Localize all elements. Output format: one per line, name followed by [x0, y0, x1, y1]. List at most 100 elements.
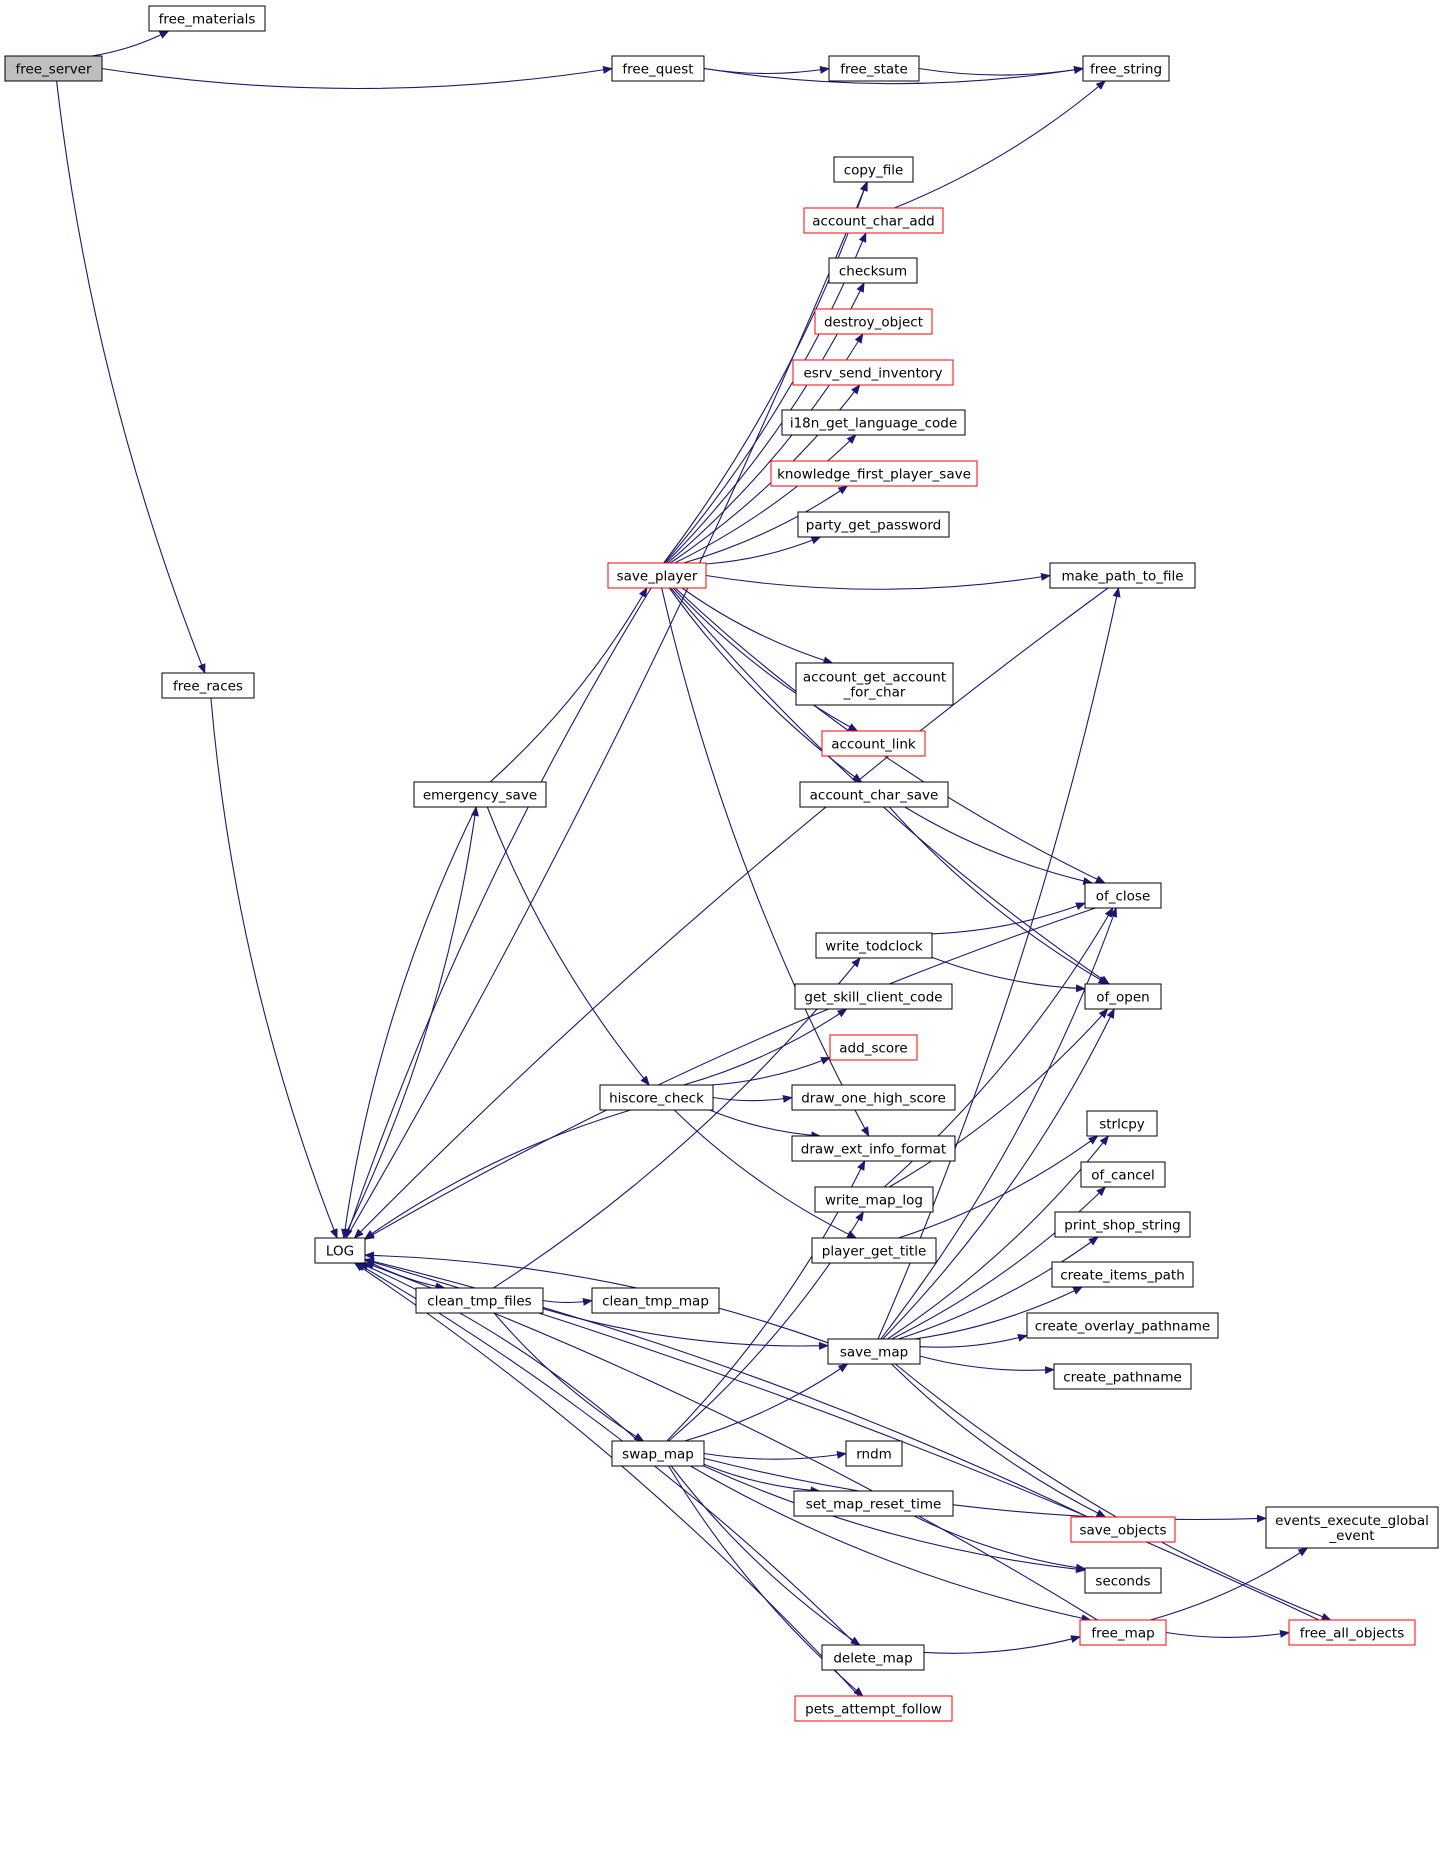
- node-create_overlay_pathname[interactable]: create_overlay_pathname: [1026, 1312, 1219, 1339]
- node-free_map[interactable]: free_map: [1079, 1619, 1167, 1646]
- node-box[interactable]: [833, 156, 914, 183]
- node-account_link[interactable]: account_link: [821, 730, 926, 757]
- node-box[interactable]: [1288, 1619, 1416, 1646]
- node-box[interactable]: [1079, 1619, 1167, 1646]
- node-save_map[interactable]: save_map: [827, 1338, 921, 1365]
- node-seconds[interactable]: seconds: [1084, 1567, 1162, 1594]
- node-box[interactable]: [1084, 882, 1162, 909]
- node-copy_file[interactable]: copy_file: [833, 156, 914, 183]
- node-box[interactable]: [1051, 1261, 1194, 1288]
- node-box[interactable]: [797, 511, 950, 538]
- node-knowledge_first_player_save[interactable]: knowledge_first_player_save: [770, 460, 978, 487]
- node-box[interactable]: [791, 1084, 956, 1111]
- node-box[interactable]: [1070, 1516, 1176, 1543]
- node-box[interactable]: [799, 781, 949, 808]
- node-box[interactable]: [599, 1084, 714, 1111]
- node-box[interactable]: [4, 55, 103, 82]
- node-box[interactable]: [770, 460, 978, 487]
- node-destroy_object[interactable]: destroy_object: [814, 308, 933, 335]
- node-of_cancel[interactable]: of_cancel: [1080, 1161, 1166, 1188]
- node-free_string[interactable]: free_string: [1082, 55, 1170, 82]
- node-account_get_account_for_char[interactable]: account_get_account_for_char: [795, 662, 954, 706]
- node-box[interactable]: [829, 1034, 918, 1061]
- node-hiscore_check[interactable]: hiscore_check: [599, 1084, 714, 1111]
- node-of_close[interactable]: of_close: [1084, 882, 1162, 909]
- node-free_state[interactable]: free_state: [828, 55, 920, 82]
- node-box[interactable]: [794, 983, 953, 1010]
- node-emergency_save[interactable]: emergency_save: [413, 781, 547, 808]
- node-box[interactable]: [814, 308, 933, 335]
- node-box[interactable]: [1026, 1312, 1219, 1339]
- node-swap_map[interactable]: swap_map: [611, 1440, 705, 1467]
- node-box[interactable]: [795, 662, 954, 706]
- node-box[interactable]: [611, 1440, 705, 1467]
- node-box[interactable]: [828, 55, 920, 82]
- node-box[interactable]: [781, 409, 966, 436]
- node-write_map_log[interactable]: write_map_log: [814, 1186, 934, 1213]
- node-create_items_path[interactable]: create_items_path: [1051, 1261, 1194, 1288]
- node-free_materials[interactable]: free_materials: [148, 5, 266, 32]
- node-free_all_objects[interactable]: free_all_objects: [1288, 1619, 1416, 1646]
- node-save_objects[interactable]: save_objects: [1070, 1516, 1176, 1543]
- node-checksum[interactable]: checksum: [828, 257, 918, 284]
- node-pets_attempt_follow[interactable]: pets_attempt_follow: [794, 1695, 953, 1722]
- node-box[interactable]: [1049, 562, 1196, 589]
- node-box[interactable]: [821, 730, 926, 757]
- node-player_get_title[interactable]: player_get_title: [811, 1237, 937, 1264]
- node-rndm[interactable]: rndm: [845, 1440, 903, 1467]
- node-save_player[interactable]: save_player: [607, 562, 707, 589]
- node-clean_tmp_map[interactable]: clean_tmp_map: [591, 1287, 720, 1314]
- node-box[interactable]: [828, 257, 918, 284]
- node-strlcpy[interactable]: strlcpy: [1086, 1110, 1158, 1137]
- node-account_char_save[interactable]: account_char_save: [799, 781, 949, 808]
- node-box[interactable]: [793, 1490, 954, 1517]
- node-events_execute_global_event[interactable]: events_execute_global_event: [1265, 1506, 1439, 1549]
- node-free_quest[interactable]: free_quest: [611, 55, 705, 82]
- node-draw_ext_info_format[interactable]: draw_ext_info_format: [791, 1135, 956, 1162]
- node-box[interactable]: [148, 5, 266, 32]
- node-box[interactable]: [792, 359, 954, 386]
- node-box[interactable]: [1265, 1506, 1439, 1549]
- node-box[interactable]: [314, 1237, 366, 1264]
- node-box[interactable]: [845, 1440, 903, 1467]
- node-box[interactable]: [607, 562, 707, 589]
- node-draw_one_high_score[interactable]: draw_one_high_score: [791, 1084, 956, 1111]
- node-box[interactable]: [815, 932, 933, 959]
- node-print_shop_string[interactable]: print_shop_string: [1054, 1211, 1191, 1238]
- node-write_todclock[interactable]: write_todclock: [815, 932, 933, 959]
- node-i18n_get_language_code[interactable]: i18n_get_language_code: [781, 409, 966, 436]
- node-box[interactable]: [827, 1338, 921, 1365]
- node-box[interactable]: [1086, 1110, 1158, 1137]
- node-box[interactable]: [1084, 983, 1162, 1010]
- node-set_map_reset_time[interactable]: set_map_reset_time: [793, 1490, 954, 1517]
- node-box[interactable]: [611, 55, 705, 82]
- node-of_open[interactable]: of_open: [1084, 983, 1162, 1010]
- node-box[interactable]: [415, 1287, 544, 1314]
- node-box[interactable]: [1053, 1363, 1192, 1390]
- node-free_races[interactable]: free_races: [161, 672, 255, 699]
- node-box[interactable]: [814, 1186, 934, 1213]
- node-box[interactable]: [811, 1237, 937, 1264]
- node-create_pathname[interactable]: create_pathname: [1053, 1363, 1192, 1390]
- node-account_char_add[interactable]: account_char_add: [803, 207, 944, 234]
- node-box[interactable]: [1054, 1211, 1191, 1238]
- node-box[interactable]: [821, 1644, 925, 1671]
- node-clean_tmp_files[interactable]: clean_tmp_files: [415, 1287, 544, 1314]
- node-delete_map[interactable]: delete_map: [821, 1644, 925, 1671]
- node-box[interactable]: [1084, 1567, 1162, 1594]
- node-add_score[interactable]: add_score: [829, 1034, 918, 1061]
- node-get_skill_client_code[interactable]: get_skill_client_code: [794, 983, 953, 1010]
- node-box[interactable]: [591, 1287, 720, 1314]
- node-box[interactable]: [794, 1695, 953, 1722]
- node-esrv_send_inventory[interactable]: esrv_send_inventory: [792, 359, 954, 386]
- node-make_path_to_file[interactable]: make_path_to_file: [1049, 562, 1196, 589]
- node-LOG[interactable]: LOG: [314, 1237, 366, 1264]
- node-box[interactable]: [791, 1135, 956, 1162]
- node-free_server[interactable]: free_server: [4, 55, 103, 82]
- node-box[interactable]: [161, 672, 255, 699]
- node-box[interactable]: [1080, 1161, 1166, 1188]
- node-box[interactable]: [413, 781, 547, 808]
- node-box[interactable]: [803, 207, 944, 234]
- node-box[interactable]: [1082, 55, 1170, 82]
- node-party_get_password[interactable]: party_get_password: [797, 511, 950, 538]
